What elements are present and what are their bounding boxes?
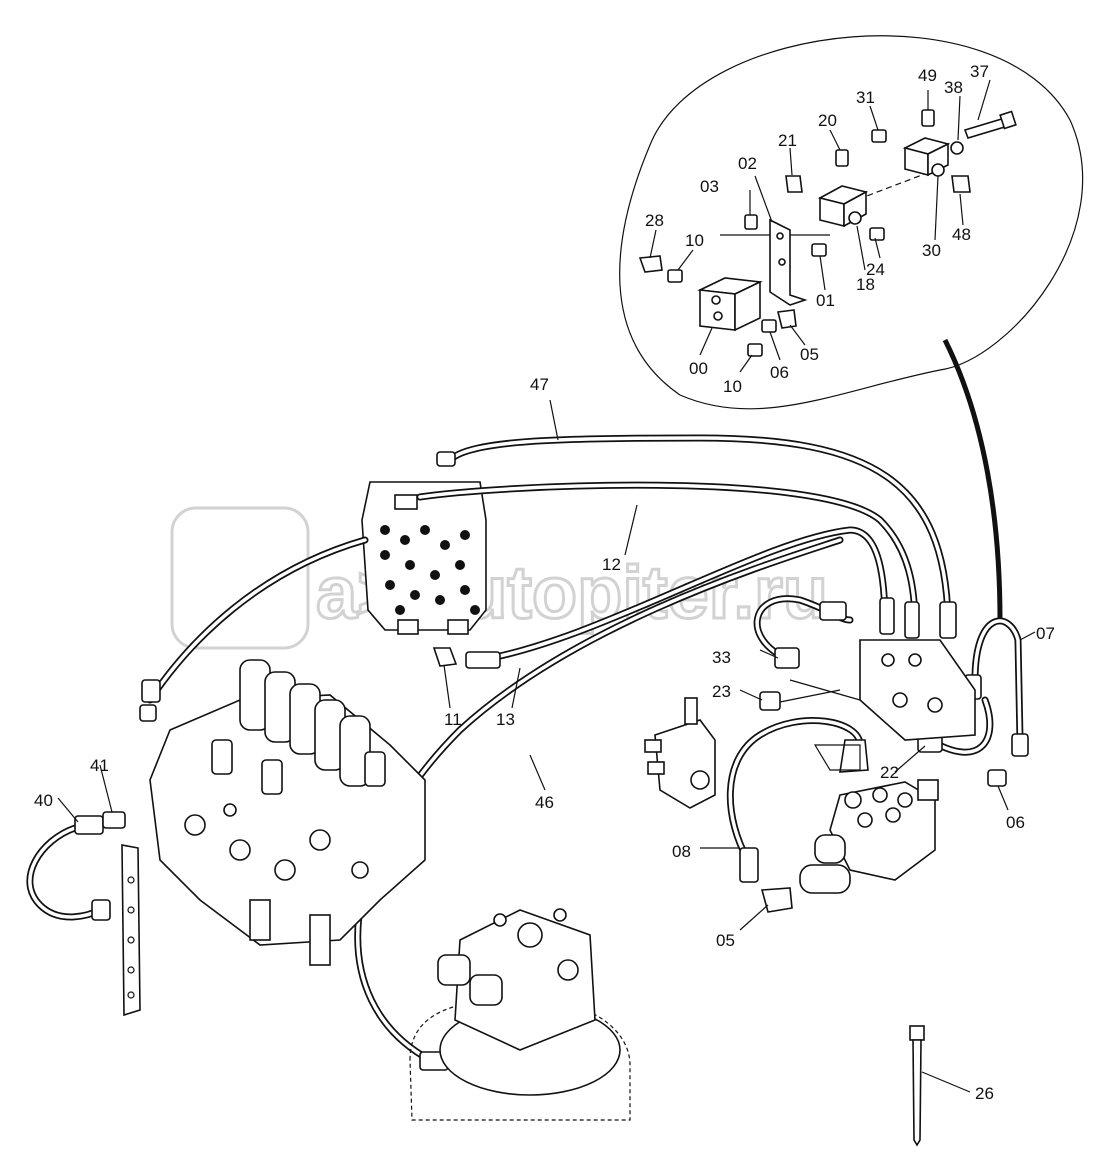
callout-28: 28 <box>645 211 664 230</box>
leader-lines <box>57 79 1036 1093</box>
callout-22: 22 <box>880 763 899 782</box>
washer-38 <box>950 141 964 155</box>
callout-40: 40 <box>34 791 53 810</box>
callout-07: 07 <box>1036 624 1055 643</box>
callout-10-bottom: 10 <box>723 377 742 396</box>
callout-02: 02 <box>738 154 757 173</box>
solenoid-valve-block <box>789 639 976 771</box>
callout-08: 08 <box>672 842 691 861</box>
callout-13: 13 <box>496 710 515 729</box>
mounting-bracket <box>121 844 141 1017</box>
detail-assembly <box>638 109 1017 357</box>
callout-48: 48 <box>952 225 971 244</box>
callout-12: 12 <box>602 555 621 574</box>
control-valve-06 <box>799 779 939 894</box>
callout-20: 20 <box>818 111 837 130</box>
detail-bubble <box>619 35 1083 621</box>
bracket-02 <box>769 218 808 306</box>
callout-06-top: 06 <box>770 363 789 382</box>
bolt-37 <box>963 110 1017 139</box>
callout-00: 00 <box>689 359 708 378</box>
callout-21: 21 <box>778 131 797 150</box>
main-control-valve <box>149 659 426 966</box>
callout-41: 41 <box>90 756 109 775</box>
callout-38: 38 <box>944 78 963 97</box>
callout-31: 31 <box>856 88 875 107</box>
callout-30: 30 <box>922 241 941 260</box>
callout-05-top: 05 <box>800 345 819 364</box>
callout-26: 26 <box>975 1084 994 1103</box>
callout-24: 24 <box>866 260 885 279</box>
cable-tie-26 <box>909 1025 925 1147</box>
callout-49: 49 <box>918 66 937 85</box>
callout-46: 46 <box>535 793 554 812</box>
callout-47: 47 <box>530 375 549 394</box>
callout-37: 37 <box>970 62 989 81</box>
swing-motor <box>409 908 631 1121</box>
small-fittings <box>638 109 971 357</box>
callout-03: 03 <box>700 177 719 196</box>
small-valve-assembly <box>644 697 716 809</box>
callout-18: 18 <box>856 275 875 294</box>
block-18 <box>817 185 869 228</box>
pilot-valve-block <box>361 481 487 635</box>
callout-06-bottom: 06 <box>1006 813 1025 832</box>
callout-05-bottom: 05 <box>716 931 735 950</box>
callout-10-top: 10 <box>685 231 704 250</box>
callout-11: 11 <box>444 710 462 729</box>
callout-33: 33 <box>712 648 731 667</box>
callout-labels: 49 37 38 31 20 21 02 03 28 10 24 30 48 1… <box>34 62 1055 1103</box>
manifold-block-00 <box>697 277 763 332</box>
callout-23: 23 <box>712 682 731 701</box>
hoses <box>26 434 1024 1064</box>
block-30 <box>902 137 951 177</box>
callout-01: 01 <box>816 291 835 310</box>
